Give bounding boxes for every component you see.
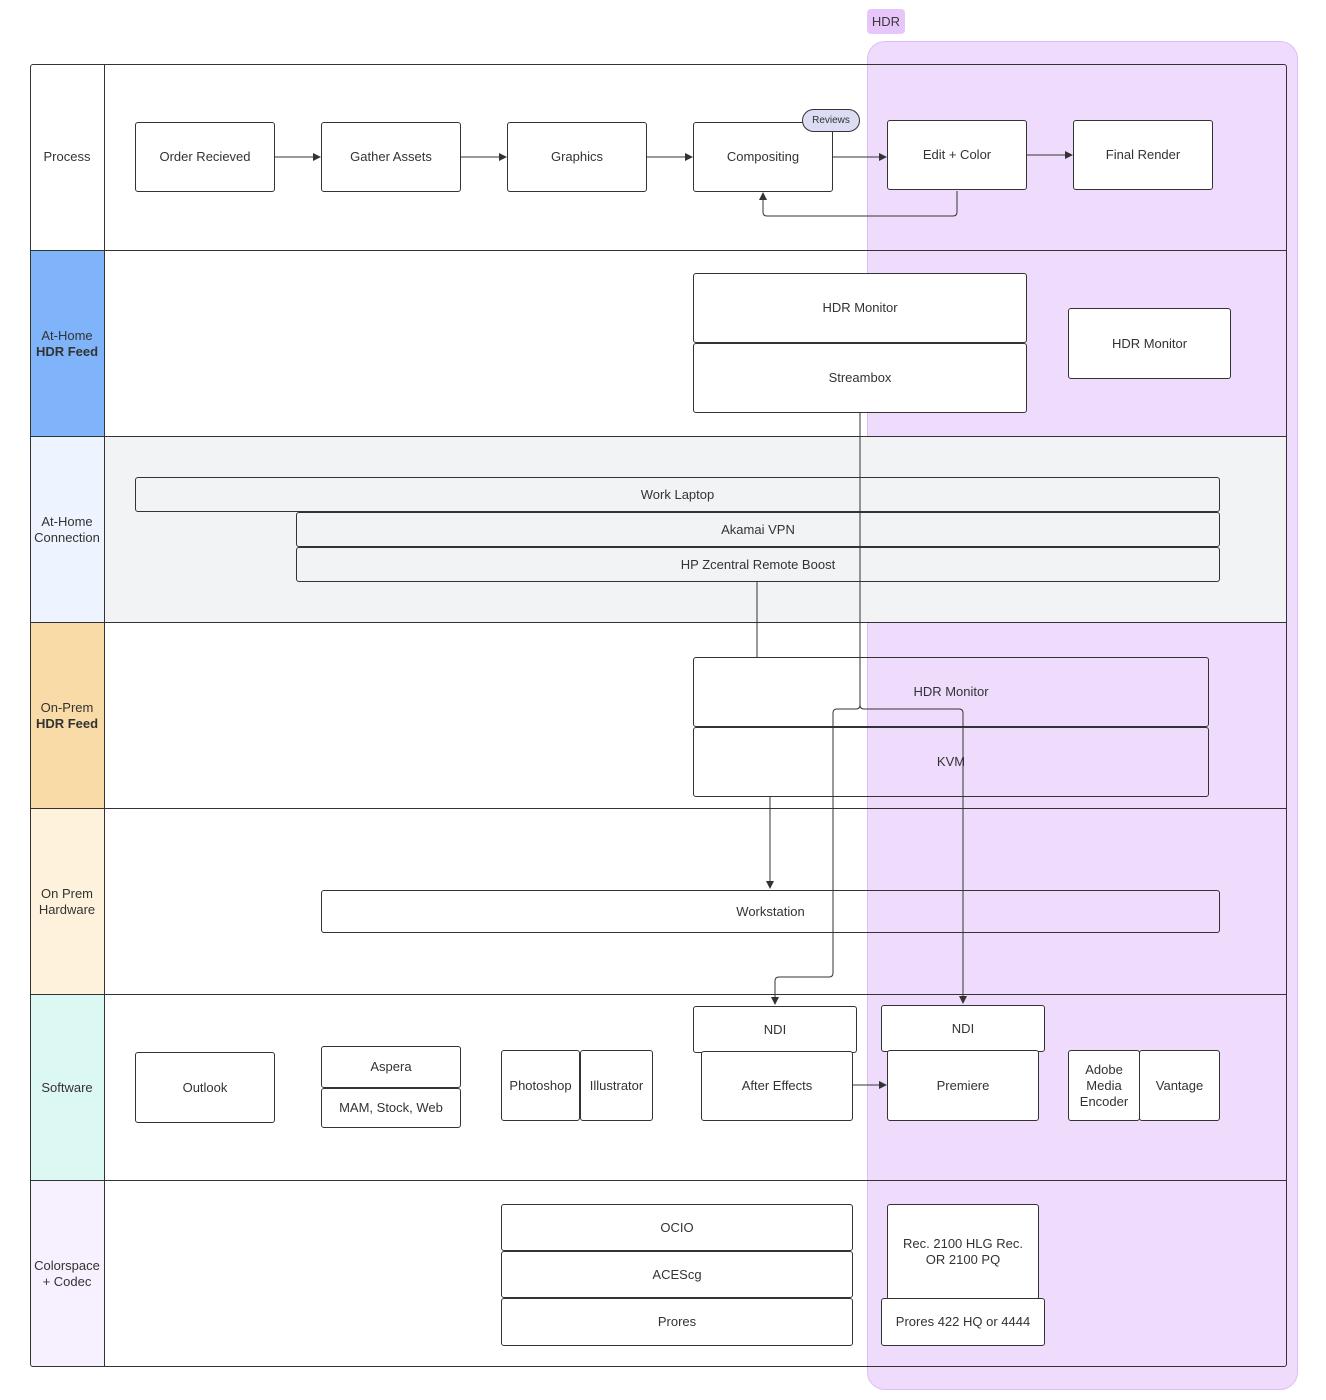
ndi-b-node[interactable]: NDI: [881, 1005, 1045, 1052]
lane-label-line1: At-Home: [41, 514, 93, 529]
hdr-region: [867, 41, 1298, 1390]
ocio-node[interactable]: OCIO: [501, 1204, 853, 1251]
at-home-connection-lane-bg: [105, 437, 1287, 623]
ndi-a-node[interactable]: NDI: [693, 1006, 857, 1053]
adobe-media-encoder-node[interactable]: Adobe Media Encoder: [1068, 1050, 1140, 1121]
kvm-node[interactable]: KVM: [693, 727, 1209, 797]
hdr-monitor-on-prem-node[interactable]: HDR Monitor: [693, 657, 1209, 727]
illustrator-node[interactable]: Illustrator: [580, 1050, 653, 1121]
lane-divider: [30, 1180, 1287, 1181]
prores-node[interactable]: Prores: [501, 1298, 853, 1346]
prores-422-hq-node[interactable]: Prores 422 HQ or 4444: [881, 1298, 1045, 1346]
graphics-node[interactable]: Graphics: [507, 122, 647, 192]
lane-label-line1: On Prem: [40, 886, 93, 901]
gather-assets-node[interactable]: Gather Assets: [321, 122, 461, 192]
lane-label-line1: Process: [43, 149, 91, 164]
lane-label-line2: + Codec: [42, 1274, 92, 1289]
rec-2100-node[interactable]: Rec. 2100 HLG Rec. OR 2100 PQ: [887, 1204, 1039, 1300]
streambox-node[interactable]: Streambox: [693, 343, 1027, 413]
order-recieved-node[interactable]: Order Recieved: [135, 122, 275, 192]
lane-label-line1: Colorspace: [34, 1258, 100, 1273]
hdr-monitor-hdr-node[interactable]: HDR Monitor: [1068, 308, 1231, 379]
line-streambox-to-ndi-b: [859, 704, 967, 1004]
reviews-badge[interactable]: Reviews: [802, 109, 860, 132]
mam-stock-web-node[interactable]: MAM, Stock, Web: [321, 1088, 461, 1128]
work-laptop-node[interactable]: Work Laptop: [135, 477, 1220, 512]
premiere-node[interactable]: Premiere: [887, 1050, 1039, 1121]
workstation-node[interactable]: Workstation: [321, 890, 1220, 933]
hdr-monitor-at-home-node[interactable]: HDR Monitor: [693, 273, 1027, 343]
lane-label-line2: HDR Feed: [35, 343, 99, 359]
lane-label-line2: Connection: [34, 530, 100, 545]
lane-label-line1: At-Home: [41, 327, 93, 343]
lane-divider: [30, 622, 1287, 623]
lane-divider: [30, 250, 1287, 251]
lane-label-line1: Software: [41, 1080, 93, 1095]
akamai-vpn-node[interactable]: Akamai VPN: [296, 512, 1220, 547]
after-effects-node[interactable]: After Effects: [701, 1051, 853, 1121]
line-streambox-to-ndi-a: [771, 704, 861, 1005]
lane-label-colorspace-codec: Colorspace+ Codec: [30, 1181, 105, 1367]
lane-label-line2: Hardware: [38, 902, 96, 917]
edit-color-node[interactable]: Edit + Color: [887, 120, 1027, 190]
lane-label-line2: HDR Feed: [35, 716, 99, 731]
lane-label-process: Process: [30, 64, 105, 250]
vantage-node[interactable]: Vantage: [1139, 1050, 1220, 1121]
photoshop-node[interactable]: Photoshop: [501, 1050, 580, 1121]
lane-divider: [30, 436, 1287, 437]
lane-divider: [30, 808, 1287, 809]
arrow-review-loop: [759, 191, 958, 217]
aspera-node[interactable]: Aspera: [321, 1046, 461, 1088]
lane-label-line1: On-Prem: [40, 700, 94, 715]
outlook-node[interactable]: Outlook: [135, 1052, 275, 1123]
lane-divider: [30, 994, 1287, 995]
hp-zcentral-node[interactable]: HP Zcentral Remote Boost: [296, 547, 1220, 582]
lane-label-software: Software: [30, 995, 105, 1181]
hdr-region-label: HDR: [867, 9, 905, 34]
compositing-node[interactable]: Compositing: [693, 122, 833, 192]
acescg-node[interactable]: ACEScg: [501, 1251, 853, 1298]
final-render-node[interactable]: Final Render: [1073, 120, 1213, 190]
